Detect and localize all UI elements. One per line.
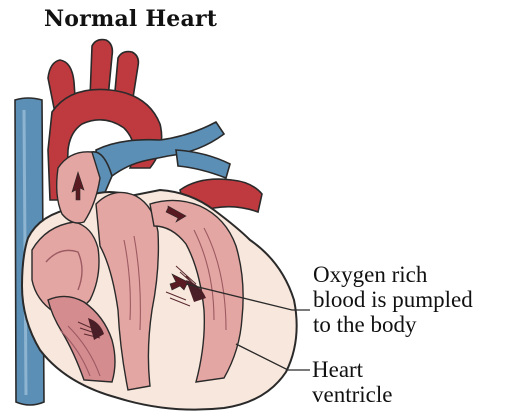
- label-oxygen-rich-blood: Oxygen rich blood is pumpled to the body: [313, 262, 473, 337]
- pulmonary-branch: [176, 150, 230, 178]
- label-ventricle-line-1: Heart: [312, 357, 392, 382]
- label-oxygen-line-1: Oxygen rich: [313, 262, 473, 287]
- label-oxygen-line-2: blood is pumpled: [313, 287, 473, 312]
- label-ventricle-line-2: ventricle: [312, 382, 392, 407]
- label-heart-ventricle: Heart ventricle: [312, 357, 392, 407]
- label-oxygen-line-3: to the body: [313, 312, 473, 337]
